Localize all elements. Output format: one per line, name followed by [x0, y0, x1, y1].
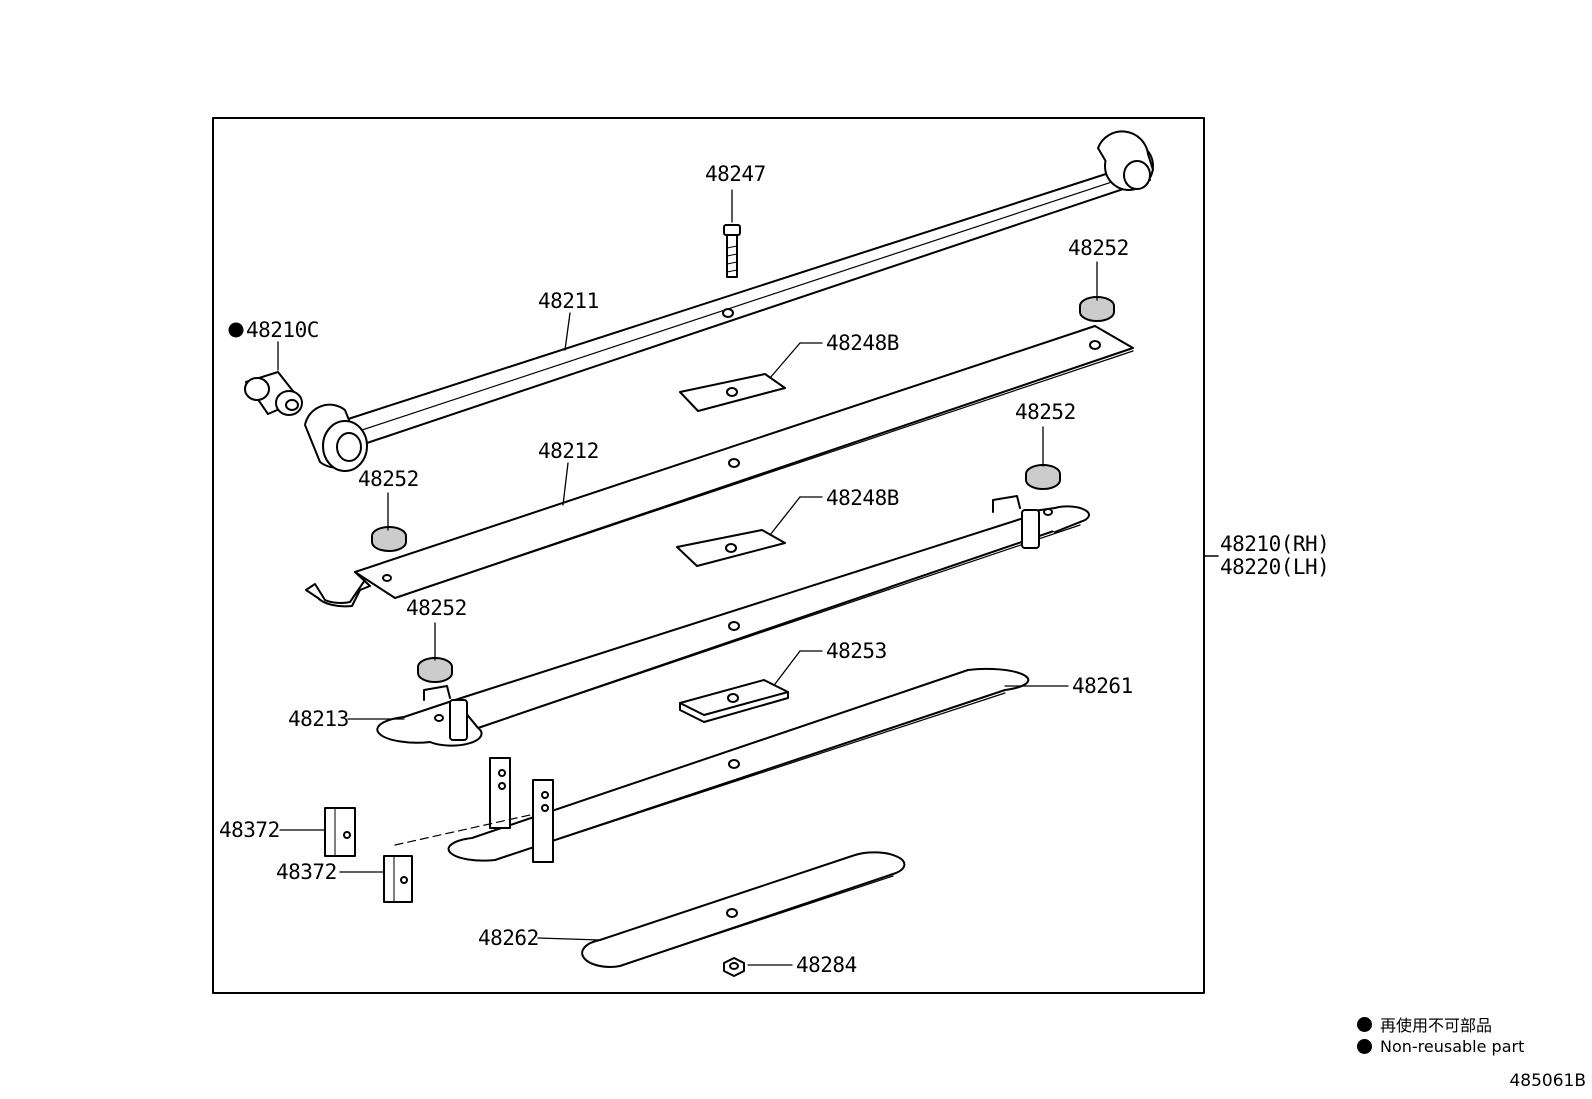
pad-48248b-lower	[676, 529, 786, 567]
pad-48248b-upper	[679, 373, 786, 412]
label-48253: 48253	[826, 639, 887, 663]
non-reusable-marker-48210c	[228, 322, 244, 338]
label-48248b-b: 48248B	[826, 486, 899, 510]
nut-48284	[723, 957, 745, 977]
leader-48262	[537, 937, 601, 941]
label-48372-a: 48372	[219, 818, 280, 842]
button-48252-d	[417, 657, 453, 683]
button-48252-c	[1025, 464, 1061, 490]
leader-48211	[564, 312, 571, 351]
label-48213: 48213	[288, 707, 349, 731]
diagram-code: 485061B	[1509, 1071, 1586, 1091]
overload-leaf-48262	[581, 851, 906, 968]
legend-text-en: Non-reusable part	[1380, 1037, 1525, 1056]
button-48252-b	[371, 526, 407, 552]
third-leaf-48213	[376, 495, 1090, 747]
label-48247: 48247	[705, 162, 766, 186]
legend-row-jp: 再使用不可部品	[1357, 1012, 1492, 1036]
label-48248b-a: 48248B	[826, 331, 899, 355]
clip-48372-b	[383, 855, 413, 903]
label-48252-b: 48252	[358, 467, 419, 491]
leader-lines	[277, 189, 1098, 966]
label-48211: 48211	[538, 289, 599, 313]
label-48252-d: 48252	[406, 596, 467, 620]
bushing-48210c	[244, 371, 303, 416]
label-48252-c: 48252	[1015, 400, 1076, 424]
label-48252-a: 48252	[1068, 236, 1129, 260]
label-48372-b: 48372	[276, 860, 337, 884]
leader-48248b-b2	[769, 496, 801, 536]
button-48252-a	[1079, 296, 1115, 322]
label-48262: 48262	[478, 926, 539, 950]
leader-48212	[562, 462, 569, 506]
label-48261: 48261	[1072, 674, 1133, 698]
leader-48248b-a2	[769, 342, 801, 379]
legend-text-jp: 再使用不可部品	[1380, 1016, 1493, 1035]
spacer-48253	[679, 679, 789, 723]
clip-48372-a	[324, 807, 356, 857]
main-leaf-48211	[304, 130, 1154, 472]
second-leaf-48212	[305, 325, 1134, 608]
label-48210c: 48210C	[246, 318, 319, 342]
label-48212: 48212	[538, 439, 599, 463]
non-reusable-dot-icon	[1357, 1016, 1372, 1032]
legend-row-en: Non-reusable part	[1357, 1037, 1524, 1056]
leader-48253b	[774, 650, 801, 685]
overload-leaf-48261	[447, 667, 1030, 863]
label-48284: 48284	[796, 953, 857, 977]
label-48220-lh: 48220(LH)	[1220, 555, 1330, 579]
non-reusable-dot-icon	[1357, 1039, 1372, 1054]
clip-guide-dashed	[394, 814, 531, 846]
label-48210-rh: 48210(RH)	[1220, 532, 1330, 556]
center-bolt-48247	[723, 224, 741, 278]
